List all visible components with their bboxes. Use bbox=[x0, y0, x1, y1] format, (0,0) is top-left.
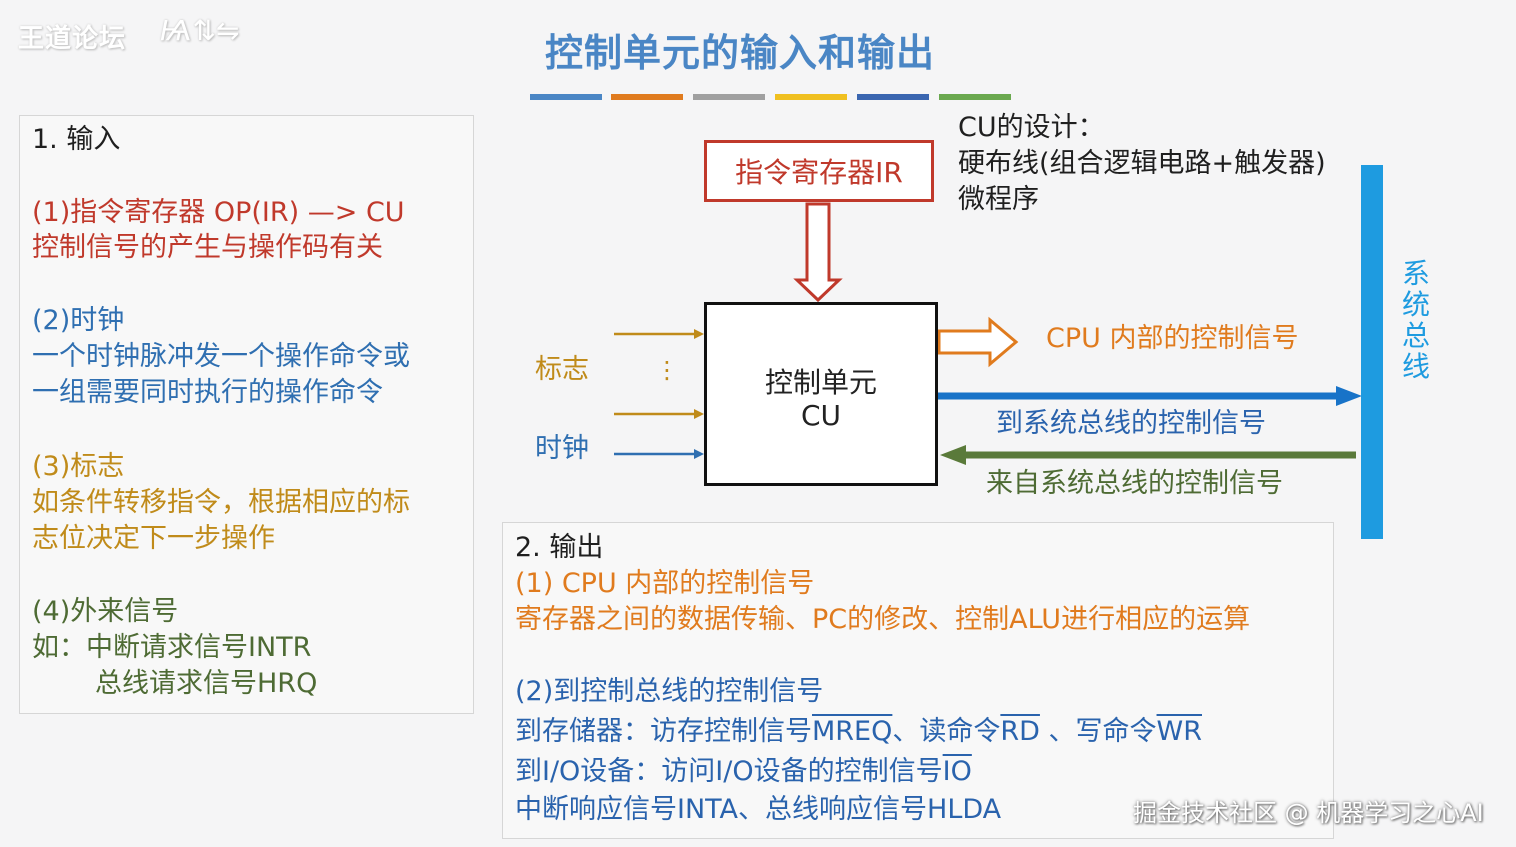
cu-label-name: 控制单元 bbox=[764, 366, 877, 399]
stripe-5 bbox=[857, 94, 929, 100]
input-item-flag-line2: 如条件转移指令，根据相应的标 bbox=[32, 487, 410, 518]
output-item-memory-line: 到存储器：访存控制信号MREQ、读命令RD 、写命令WR bbox=[515, 714, 1202, 750]
rd-signal: RD bbox=[1000, 716, 1040, 747]
output-panel bbox=[502, 522, 1334, 839]
input-item-external-line1: (4)外来信号 bbox=[32, 596, 179, 627]
output-heading: 2. 输出 bbox=[515, 532, 604, 563]
page-title: 控制单元的输入和输出 bbox=[545, 31, 936, 75]
stripe-2 bbox=[611, 94, 683, 100]
memory-mid2: 、写命令 bbox=[1039, 716, 1157, 747]
clock-label: 时钟 bbox=[535, 433, 589, 464]
cu-box: 控制单元 CU bbox=[704, 302, 938, 486]
input-item-flag-line1: (3)标志 bbox=[32, 451, 125, 482]
output-item-io-line: 到I/O设备：访问I/O设备的控制信号IO bbox=[515, 754, 972, 790]
stripe-6 bbox=[939, 94, 1011, 100]
cpu-internal-arrow bbox=[937, 316, 1019, 368]
wr-signal: WR bbox=[1156, 716, 1202, 747]
flag-label: 标志 bbox=[535, 354, 589, 385]
input-item-flag-line3: 志位决定下一步操作 bbox=[32, 523, 275, 554]
input-item-external-line2: 如：中断请求信号INTR bbox=[32, 632, 312, 663]
memory-prefix: 到存储器：访存控制信号 bbox=[515, 716, 812, 747]
system-bus-bar bbox=[1361, 165, 1383, 539]
input-heading: 1. 输入 bbox=[32, 124, 121, 155]
mreq-signal: MREQ bbox=[812, 716, 893, 747]
output-item-bus-line1: (2)到控制总线的控制信号 bbox=[515, 676, 824, 707]
from-bus-label: 来自系统总线的控制信号 bbox=[986, 468, 1283, 499]
ir-box: 指令寄存器IR bbox=[704, 140, 934, 202]
cu-label-abbr: CU bbox=[800, 399, 842, 432]
input-panel bbox=[19, 115, 474, 714]
input-item-clock-line3: 一组需要同时执行的操作命令 bbox=[32, 377, 383, 408]
stripe-4 bbox=[775, 94, 847, 100]
flag-dots: ⋮ bbox=[655, 356, 679, 384]
memory-mid: 、读命令 bbox=[892, 716, 1001, 747]
input-item-ir-line2: 控制信号的产生与操作码有关 bbox=[32, 232, 383, 263]
output-item-interrupt-line: 中断响应信号INTA、总线响应信号HLDA bbox=[515, 794, 1002, 825]
output-item-cpu-line2: 寄存器之间的数据传输、PC的修改、控制ALU进行相应的运算 bbox=[515, 604, 1251, 635]
logo-signature: Ѩ⇅⇋ bbox=[160, 14, 240, 47]
output-item-cpu-line1: (1) CPU 内部的控制信号 bbox=[515, 568, 815, 599]
cu-design-title: CU的设计： bbox=[958, 112, 1105, 143]
logo-text: 王道论坛 bbox=[18, 24, 127, 54]
stripe-3 bbox=[693, 94, 765, 100]
watermark: 掘金技术社区 @ 机器学习之心AI bbox=[1133, 799, 1484, 827]
stripe-1 bbox=[530, 94, 602, 100]
input-item-clock-line1: (2)时钟 bbox=[32, 305, 125, 336]
cu-design-hardwired: 硬布线(组合逻辑电路+触发器) bbox=[958, 148, 1326, 179]
cu-design-microprogram: 微程序 bbox=[958, 184, 1039, 215]
input-item-external-line3: 总线请求信号HRQ bbox=[95, 668, 318, 699]
io-prefix: 到I/O设备：访问I/O设备的控制信号 bbox=[515, 756, 943, 787]
input-item-clock-line2: 一个时钟脉冲发一个操作命令或 bbox=[32, 341, 410, 372]
ir-to-cu-arrow bbox=[793, 202, 843, 303]
input-item-ir-line1: (1)指令寄存器 OP(IR) —> CU bbox=[32, 197, 405, 228]
to-bus-label: 到系统总线的控制信号 bbox=[996, 408, 1266, 439]
cpu-internal-label: CPU 内部的控制信号 bbox=[1046, 323, 1299, 354]
io-signal: IO bbox=[942, 756, 972, 787]
system-bus-label: 系统总线 bbox=[1401, 257, 1430, 383]
